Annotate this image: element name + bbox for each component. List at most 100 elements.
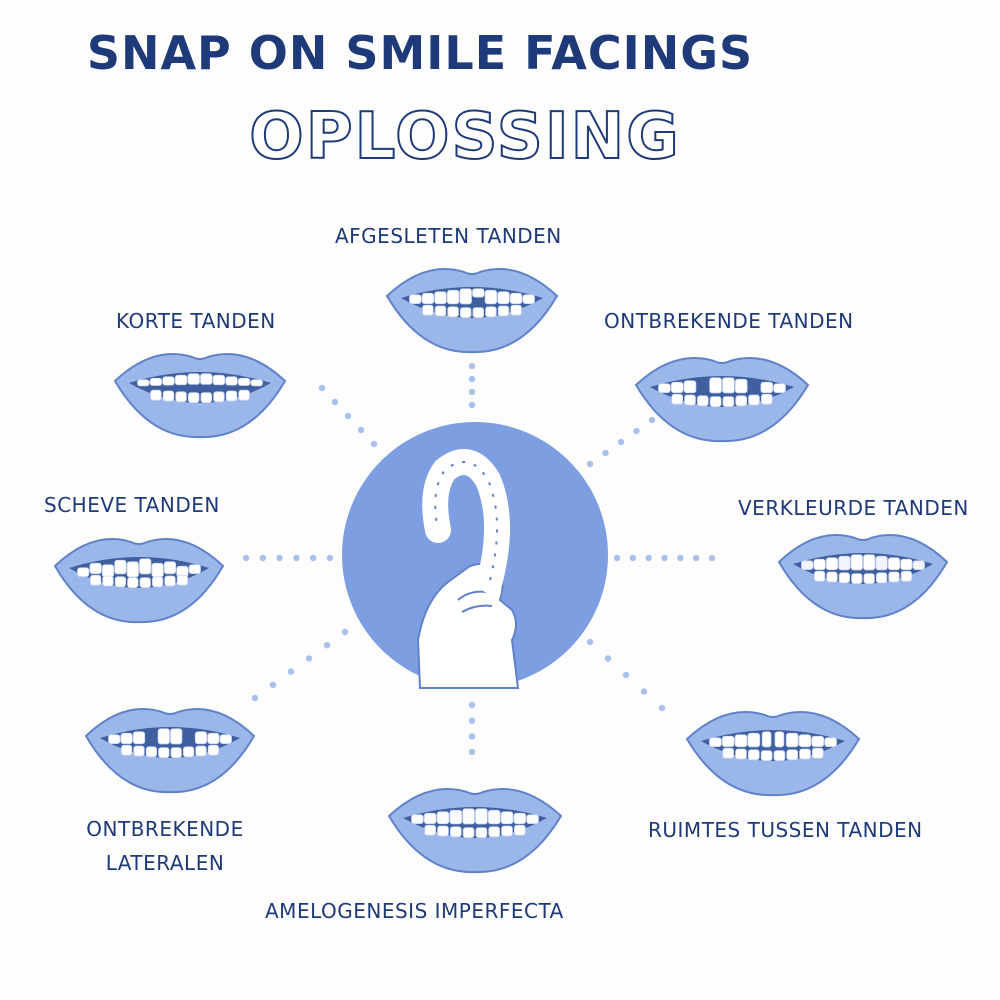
tooth bbox=[475, 808, 488, 825]
tooth bbox=[683, 380, 697, 394]
tooth bbox=[157, 728, 170, 745]
tooth bbox=[434, 305, 447, 317]
tooth bbox=[875, 555, 888, 571]
label-ruimtes-tussen-tanden: RUIMTES TUSSEN TANDEN bbox=[648, 818, 923, 842]
connector-dots bbox=[242, 362, 716, 756]
tooth bbox=[497, 291, 510, 305]
connector-dot bbox=[468, 748, 476, 756]
tooth bbox=[825, 557, 839, 571]
label-line: LATERALEN bbox=[105, 851, 225, 875]
tooth bbox=[139, 577, 151, 588]
tooth bbox=[187, 392, 200, 403]
connector-dot bbox=[677, 554, 684, 562]
smile-discolored-teeth-icon bbox=[777, 534, 949, 620]
connector-dot bbox=[622, 671, 630, 679]
smile-short-teeth-icon bbox=[113, 353, 287, 439]
tooth bbox=[162, 390, 175, 402]
tooth bbox=[888, 571, 900, 583]
tooth bbox=[912, 560, 925, 570]
connector-dot bbox=[370, 440, 378, 448]
tooth bbox=[207, 744, 220, 756]
connector-dot bbox=[629, 554, 637, 562]
tooth bbox=[722, 747, 734, 759]
smile-gapped-teeth-icon bbox=[685, 711, 861, 797]
tooth bbox=[170, 747, 182, 758]
connector-dot bbox=[645, 554, 652, 562]
tooth bbox=[812, 747, 824, 759]
connector-dot bbox=[633, 427, 640, 435]
tooth bbox=[424, 824, 436, 836]
connector-dot bbox=[648, 416, 656, 424]
tooth bbox=[748, 394, 760, 406]
tooth bbox=[487, 809, 501, 825]
tooth bbox=[102, 575, 114, 587]
tooth bbox=[114, 559, 127, 575]
tooth bbox=[851, 573, 863, 584]
tooth bbox=[684, 394, 696, 406]
tooth bbox=[212, 374, 226, 386]
label-line: ONTBREKENDE bbox=[86, 817, 244, 841]
smile-worn-teeth-icon bbox=[385, 268, 559, 354]
tooth bbox=[89, 562, 102, 575]
smile-crooked-teeth-icon bbox=[53, 538, 225, 624]
tooth bbox=[126, 561, 139, 578]
connector-dot bbox=[331, 398, 339, 406]
tooth bbox=[526, 814, 539, 824]
dental-aligner bbox=[422, 449, 511, 593]
tooth bbox=[170, 728, 183, 745]
connector-dot bbox=[259, 554, 266, 562]
connector-dot bbox=[468, 388, 476, 396]
page-subtitle: OPLOSSING bbox=[248, 99, 681, 175]
tooth bbox=[863, 573, 875, 584]
connector-dot bbox=[341, 628, 349, 636]
tooth bbox=[522, 294, 535, 304]
connector-dot bbox=[318, 384, 326, 392]
tooth bbox=[500, 811, 514, 825]
tooth bbox=[176, 574, 189, 586]
tooth bbox=[207, 732, 220, 745]
tooth bbox=[798, 734, 812, 748]
tooth bbox=[411, 814, 424, 824]
tooth bbox=[164, 575, 176, 587]
tooth bbox=[108, 734, 121, 744]
tooth bbox=[760, 750, 773, 761]
tooth bbox=[133, 745, 145, 757]
tooth bbox=[824, 737, 837, 747]
tooth bbox=[449, 826, 462, 838]
connector-dot bbox=[468, 401, 476, 409]
tooth bbox=[900, 570, 913, 582]
connector-dot bbox=[617, 438, 625, 446]
tooth bbox=[696, 395, 709, 407]
connector-dot bbox=[602, 449, 609, 457]
hand-holding-dental-aligner-icon bbox=[342, 422, 608, 689]
connector-dot bbox=[586, 638, 594, 646]
connector-dot bbox=[357, 426, 365, 434]
label-amelogenesis-imperfecta: AMELOGENESIS IMPERFECTA bbox=[265, 899, 564, 923]
page-title: SNAP ON SMILE FACINGS bbox=[86, 26, 754, 80]
tooth bbox=[200, 392, 213, 403]
tooth bbox=[484, 289, 498, 305]
tooth bbox=[735, 395, 748, 407]
tooth bbox=[813, 558, 826, 571]
tooth bbox=[709, 377, 722, 394]
tooth bbox=[513, 812, 527, 825]
connector-dot bbox=[287, 668, 295, 675]
tooth bbox=[219, 734, 232, 744]
tooth bbox=[826, 571, 838, 583]
tooth bbox=[423, 812, 437, 825]
connector-dot bbox=[604, 655, 612, 662]
connector-dot bbox=[586, 460, 594, 468]
tooth bbox=[485, 306, 497, 318]
tooth bbox=[225, 376, 238, 386]
connector-dot bbox=[344, 412, 352, 420]
tooth bbox=[434, 291, 447, 305]
tooth bbox=[735, 748, 747, 760]
connector-dot bbox=[692, 554, 700, 562]
tooth bbox=[447, 306, 459, 318]
tooth bbox=[734, 734, 748, 748]
tooth bbox=[132, 731, 146, 745]
tooth bbox=[671, 393, 683, 405]
connector-dot bbox=[658, 704, 666, 712]
tooth bbox=[747, 749, 760, 761]
